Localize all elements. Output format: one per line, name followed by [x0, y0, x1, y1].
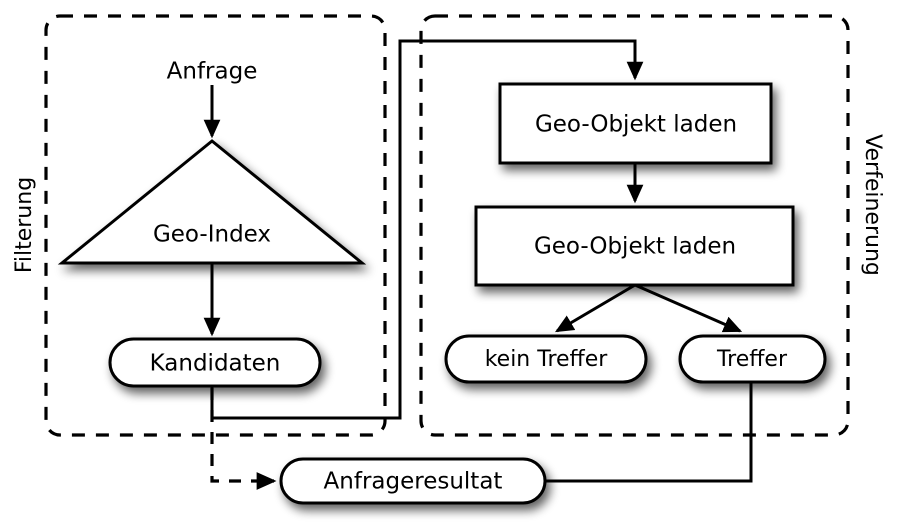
node-kandidaten-label: Kandidaten [150, 351, 281, 377]
node-geo-index-label: Geo-Index [153, 222, 271, 248]
node-geo-objekt-laden-2: Geo-Objekt laden [474, 205, 795, 287]
edge-kandidaten-to-anfrageresultat [210, 388, 277, 490]
node-kandidaten-shape [108, 337, 322, 388]
node-kandidaten: Kandidaten [108, 337, 322, 388]
group-filterung: Filterung [12, 14, 387, 437]
node-geo-index: Geo-Index [57, 139, 367, 265]
node-anfrage-label: Anfrage [167, 59, 258, 85]
node-kein-treffer-label: kein Treffer [485, 347, 609, 372]
node-geo-objekt-laden-1: Geo-Objekt laden [498, 82, 773, 165]
edge-geo-objekt-2-to-kein-treffer [554, 283, 636, 333]
node-anfrageresultat: Anfrageresultat [279, 457, 547, 505]
edge-geo-objekt-2-to-treffer [634, 283, 743, 333]
node-treffer-shape [678, 334, 827, 384]
node-geo-objekt-laden-2-label: Geo-Objekt laden [534, 234, 736, 260]
node-kein-treffer-shape [444, 334, 648, 384]
group-filterung-border [44, 14, 387, 437]
node-geo-objekt-laden-1-shape [498, 82, 773, 165]
node-geo-objekt-laden-1-label: Geo-Objekt laden [535, 112, 737, 138]
group-verfeinerung-label: Verfeinerung [860, 134, 885, 276]
group-verfeinerung: Verfeinerung [419, 14, 885, 437]
node-anfrageresultat-label: Anfrageresultat [324, 469, 503, 495]
edge-treffer-to-anfrageresultat [545, 382, 753, 483]
node-geo-objekt-laden-2-shape [474, 205, 795, 287]
group-filterung-label: Filterung [12, 177, 37, 273]
node-treffer: Treffer [678, 334, 827, 384]
node-kein-treffer: kein Treffer [444, 334, 648, 384]
node-geo-index-shape [57, 139, 367, 265]
node-treffer-label: Treffer [716, 347, 788, 372]
node-anfrageresultat-shape [279, 457, 547, 505]
group-verfeinerung-border [419, 14, 850, 437]
